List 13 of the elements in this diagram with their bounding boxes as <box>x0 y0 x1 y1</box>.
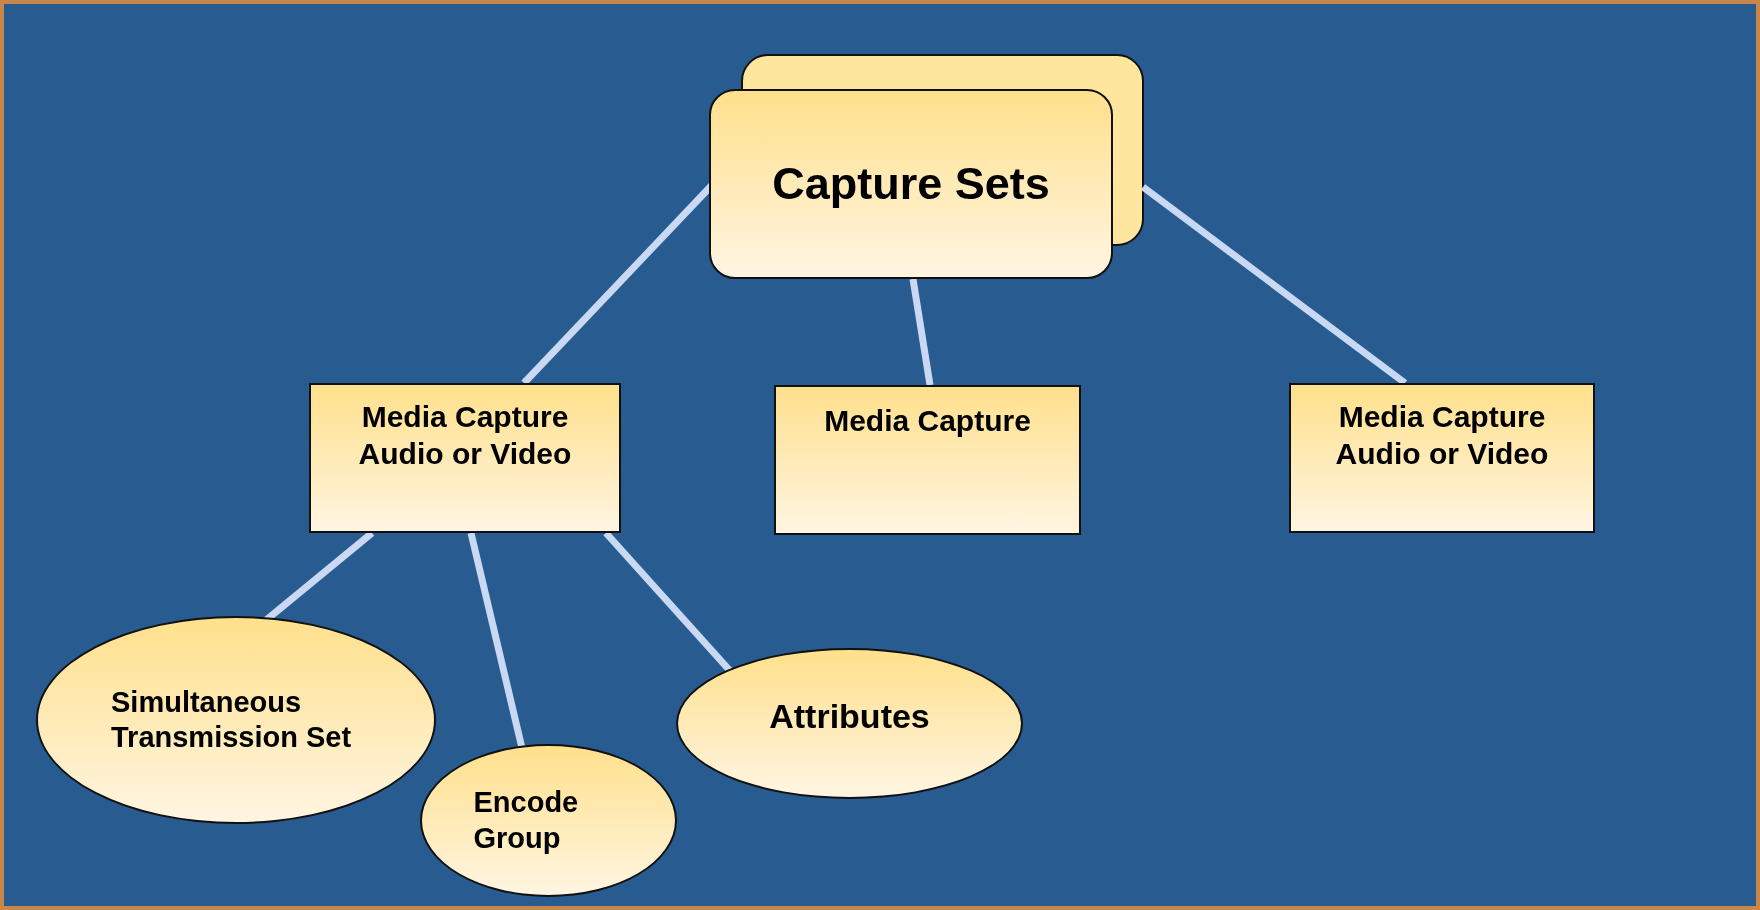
node-label: Media Capture Audio or Video <box>1334 399 1550 472</box>
node-label: Media Capture <box>824 403 1031 439</box>
node-label: Capture Sets <box>772 156 1050 211</box>
process-box <box>1289 383 1595 533</box>
process-box <box>774 385 1081 535</box>
rounded-box <box>709 89 1113 279</box>
node-label: Media Capture Audio or Video <box>357 399 573 472</box>
node-label: Encode Group <box>473 785 580 856</box>
connector-line <box>909 278 934 386</box>
connector-line <box>1140 184 1408 386</box>
process-box <box>309 383 621 533</box>
node-label: Simultaneous Transmission Set <box>111 684 353 755</box>
node-label: Attributes <box>769 695 930 737</box>
